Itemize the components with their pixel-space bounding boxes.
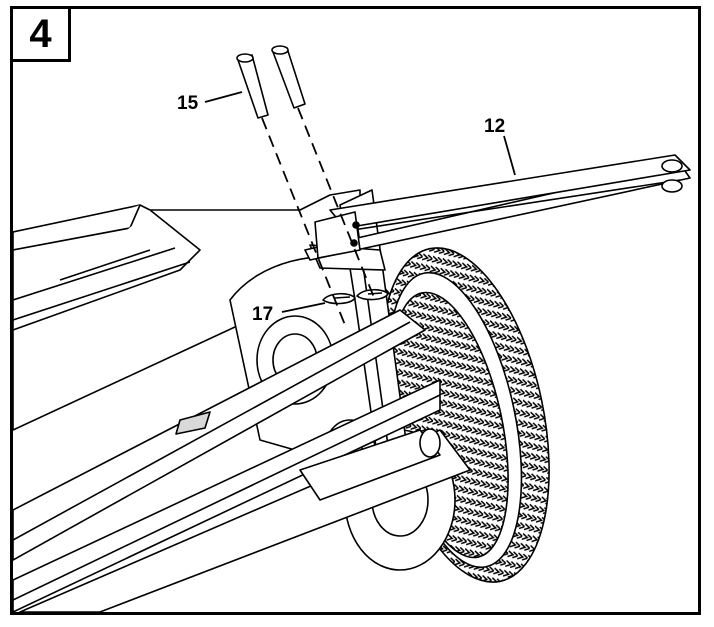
leader-lines: [204, 91, 516, 313]
handle-rail: [304, 154, 691, 261]
step-number-box: 4: [10, 6, 71, 62]
callout-label-12: 12: [484, 116, 506, 137]
diagram-frame: [10, 6, 701, 615]
step-number: 4: [29, 12, 52, 56]
alignment-lines: [261, 107, 376, 326]
clevis-pins: [236, 45, 306, 119]
crossbar: [299, 428, 441, 501]
callout-label-15: 15: [177, 93, 199, 114]
callout-label-17: 17: [252, 304, 274, 325]
base-deck: [13, 189, 361, 431]
